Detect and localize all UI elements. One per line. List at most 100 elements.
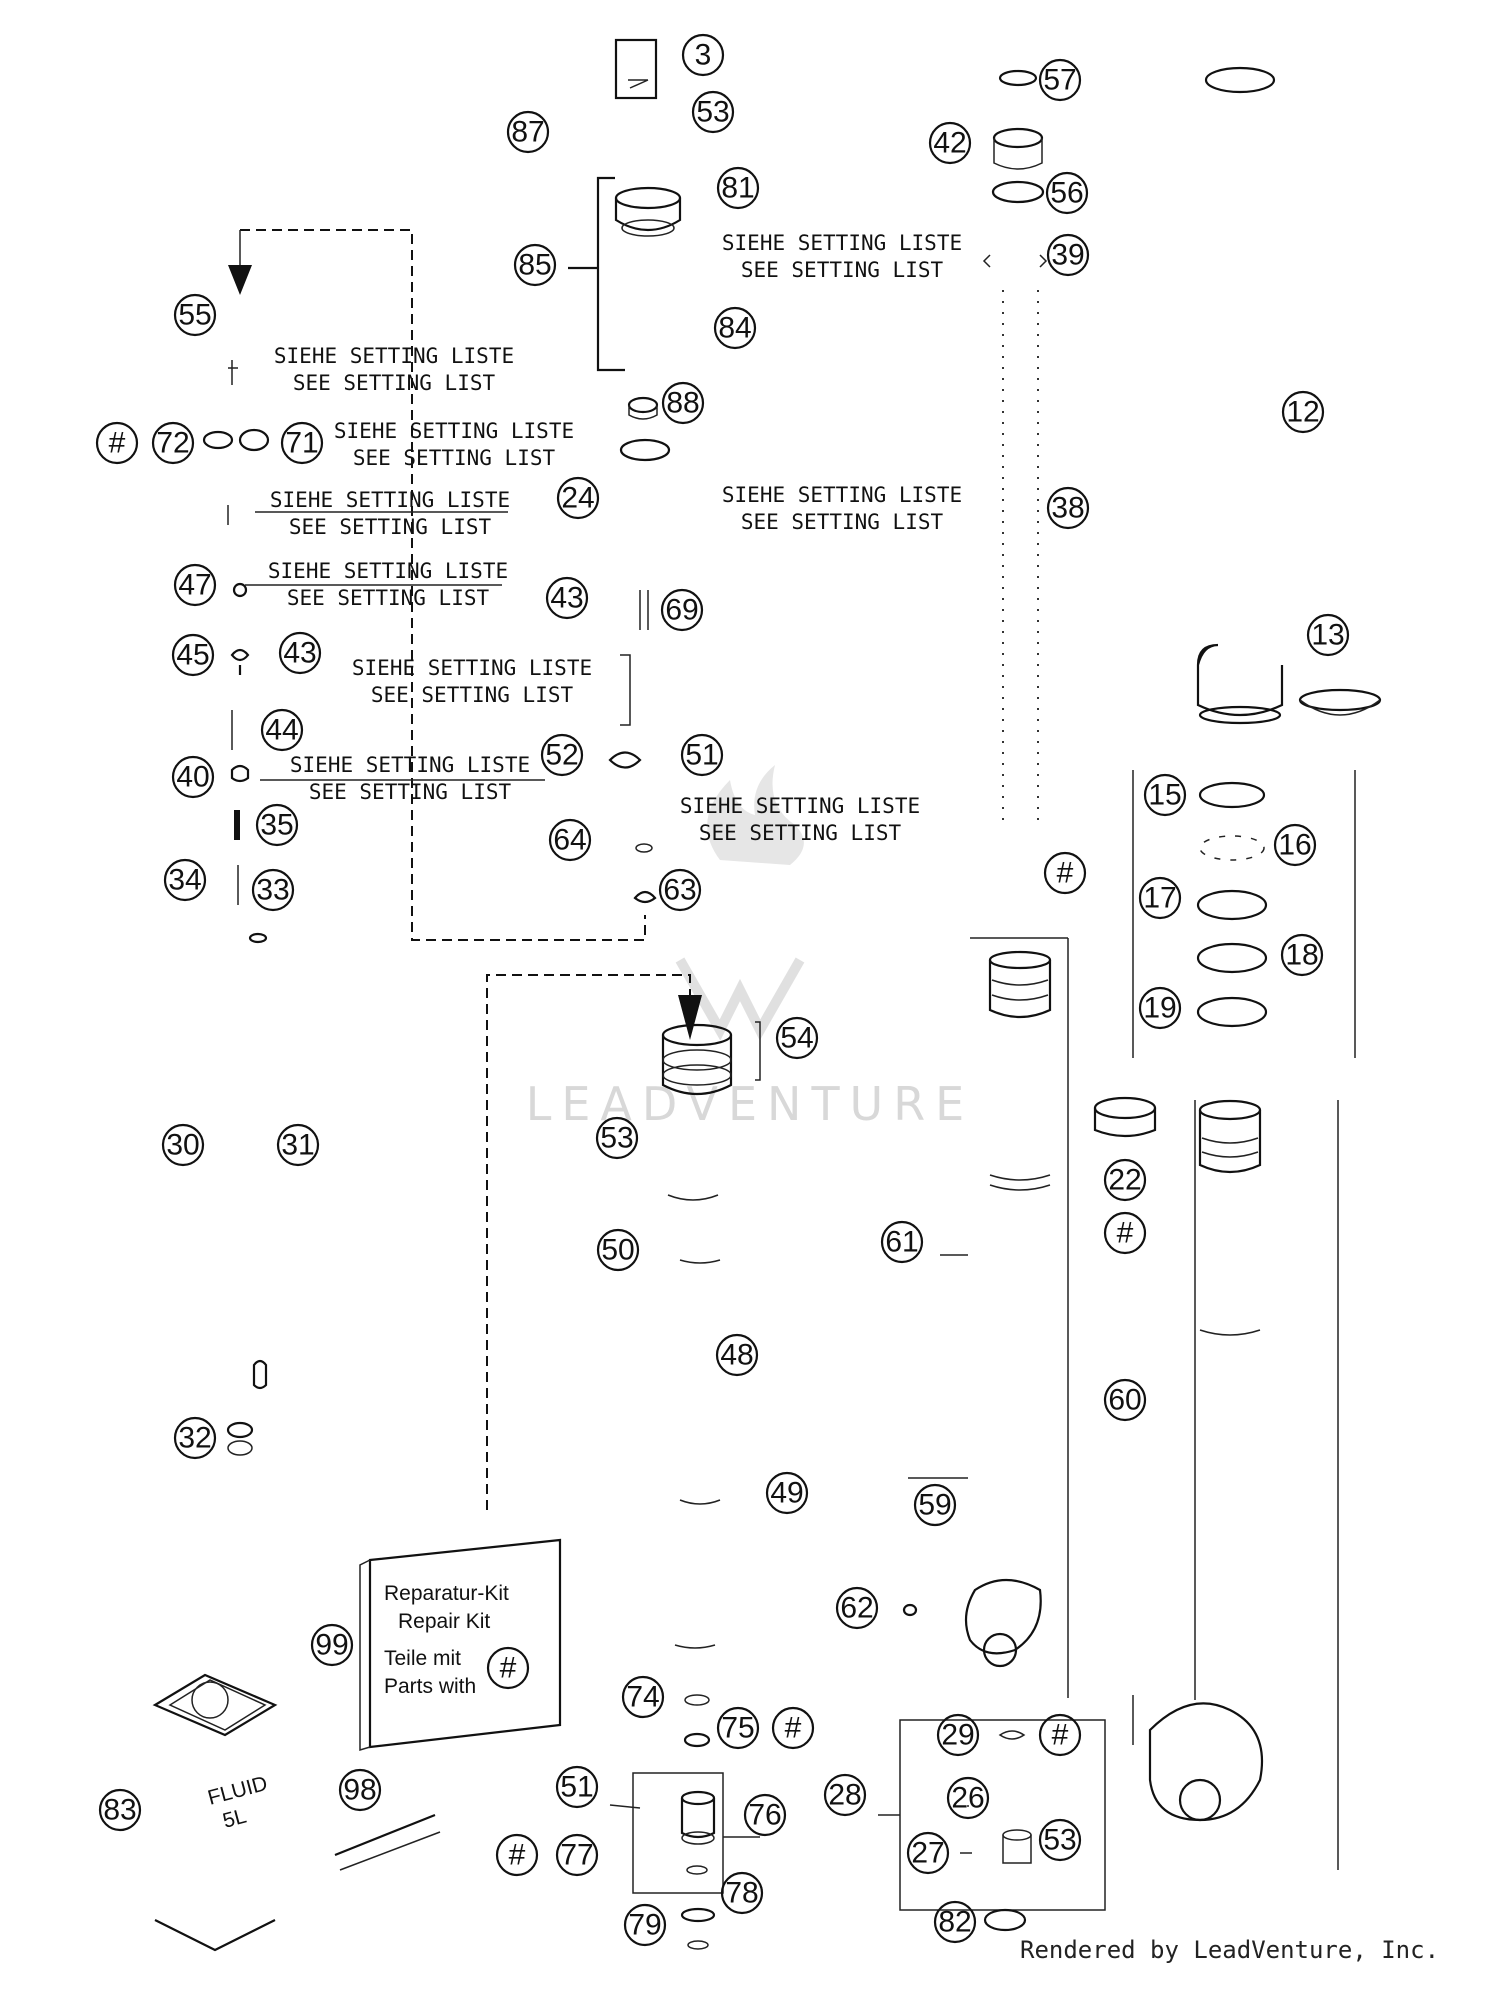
callout-38[interactable]: 38 (1046, 486, 1090, 530)
svg-text:SEE SETTING LIST: SEE SETTING LIST (741, 510, 944, 534)
callout-42[interactable]: 42 (928, 121, 972, 165)
callout-56[interactable]: 56 (1045, 171, 1089, 215)
callout-hash[interactable]: # (1103, 1211, 1147, 1255)
callout-72[interactable]: 72 (151, 421, 195, 465)
svg-text:SEE SETTING LIST: SEE SETTING LIST (353, 446, 556, 470)
callout-88[interactable]: 88 (661, 381, 705, 425)
callout-49[interactable]: 49 (765, 1471, 809, 1515)
callout-52[interactable]: 52 (540, 733, 584, 777)
svg-text:SIEHE SETTING LISTE: SIEHE SETTING LISTE (722, 483, 962, 507)
callout-40[interactable]: 40 (171, 755, 215, 799)
svg-text:52: 52 (545, 739, 578, 772)
callout-47[interactable]: 47 (173, 563, 217, 607)
svg-text:34: 34 (168, 864, 201, 897)
callout-76[interactable]: 76 (743, 1793, 787, 1837)
callout-75[interactable]: 75 (716, 1706, 760, 1750)
callout-69[interactable]: 69 (660, 588, 704, 632)
callout-28[interactable]: 28 (823, 1773, 867, 1817)
svg-text:45: 45 (176, 639, 209, 672)
svg-text:35: 35 (260, 809, 293, 842)
svg-text:84: 84 (718, 312, 751, 345)
svg-text:47: 47 (178, 569, 211, 602)
callout-85[interactable]: 85 (513, 243, 557, 287)
callout-hash[interactable]: # (771, 1706, 815, 1750)
callout-99[interactable]: 99 (310, 1623, 354, 1667)
callout-18[interactable]: 18 (1280, 933, 1324, 977)
callout-12[interactable]: 12 (1281, 390, 1325, 434)
setting-notes: SIEHE SETTING LISTE SEE SETTING LIST SIE… (245, 231, 962, 845)
callout-44[interactable]: 44 (260, 708, 304, 752)
callout-60[interactable]: 60 (1103, 1378, 1147, 1422)
setting-note: SIEHE SETTING LISTE SEE SETTING LIST (245, 559, 508, 610)
callout-35[interactable]: 35 (255, 803, 299, 847)
callout-hash[interactable]: # (486, 1646, 530, 1690)
svg-text:33: 33 (256, 874, 289, 907)
callout-59[interactable]: 59 (913, 1483, 957, 1527)
callout-32[interactable]: 32 (173, 1416, 217, 1460)
callout-74[interactable]: 74 (621, 1675, 665, 1719)
callout-50[interactable]: 50 (596, 1228, 640, 1272)
svg-text:SEE SETTING LIST: SEE SETTING LIST (293, 371, 496, 395)
svg-text:17: 17 (1143, 882, 1176, 915)
callout-61[interactable]: 61 (880, 1220, 924, 1264)
callout-43[interactable]: 43 (278, 631, 322, 675)
callout-43[interactable]: 43 (545, 576, 589, 620)
svg-text:28: 28 (828, 1779, 861, 1812)
callout-24[interactable]: 24 (556, 476, 600, 520)
callout-71[interactable]: 71 (280, 421, 324, 465)
callout-26[interactable]: 26 (946, 1776, 990, 1820)
callout-hash[interactable]: # (1038, 1713, 1082, 1757)
callout-hash[interactable]: # (95, 421, 139, 465)
callout-51[interactable]: 51 (555, 1765, 599, 1809)
callout-81[interactable]: 81 (716, 166, 760, 210)
svg-text:SEE SETTING LIST: SEE SETTING LIST (287, 586, 490, 610)
callout-57[interactable]: 57 (1038, 58, 1082, 102)
callout-19[interactable]: 19 (1138, 986, 1182, 1030)
callout-53[interactable]: 53 (1038, 1818, 1082, 1862)
setting-note: SIEHE SETTING LISTE SEE SETTING LIST (722, 483, 962, 534)
callout-39[interactable]: 39 (1046, 233, 1090, 277)
svg-text:82: 82 (938, 1906, 971, 1939)
callout-16[interactable]: 16 (1273, 823, 1317, 867)
callout-83[interactable]: 83 (98, 1788, 142, 1832)
callout-79[interactable]: 79 (623, 1903, 667, 1947)
callout-3[interactable]: 3 (681, 33, 725, 77)
svg-text:#: # (785, 1712, 802, 1745)
callouts: 3 53 87 81 85 84 88 24 43 69 52 51 64 63… (95, 33, 1350, 1947)
callout-48[interactable]: 48 (715, 1333, 759, 1377)
callout-51[interactable]: 51 (680, 733, 724, 777)
svg-text:71: 71 (285, 427, 318, 460)
callout-hash[interactable]: # (1043, 851, 1087, 895)
fluid-can-size: 5L (220, 1805, 249, 1833)
callout-30[interactable]: 30 (161, 1123, 205, 1167)
callout-33[interactable]: 33 (251, 868, 295, 912)
svg-text:51: 51 (685, 739, 718, 772)
callout-98[interactable]: 98 (338, 1768, 382, 1812)
setting-note: SIEHE SETTING LISTE SEE SETTING LIST (255, 488, 510, 539)
callout-34[interactable]: 34 (163, 858, 207, 902)
callout-22[interactable]: 22 (1103, 1158, 1147, 1202)
callout-78[interactable]: 78 (720, 1871, 764, 1915)
callout-77[interactable]: 77 (555, 1833, 599, 1877)
callout-63[interactable]: 63 (658, 868, 702, 912)
callout-15[interactable]: 15 (1143, 773, 1187, 817)
callout-31[interactable]: 31 (276, 1123, 320, 1167)
callout-29[interactable]: 29 (936, 1713, 980, 1757)
callout-45[interactable]: 45 (171, 633, 215, 677)
callout-64[interactable]: 64 (548, 818, 592, 862)
callout-84[interactable]: 84 (713, 306, 757, 350)
callout-17[interactable]: 17 (1138, 876, 1182, 920)
setting-note: SIEHE SETTING LISTE SEE SETTING LIST (680, 794, 920, 845)
svg-text:85: 85 (518, 249, 551, 282)
callout-87[interactable]: 87 (506, 110, 550, 154)
callout-13[interactable]: 13 (1306, 613, 1350, 657)
callout-53[interactable]: 53 (691, 90, 735, 134)
callout-53[interactable]: 53 (595, 1116, 639, 1160)
callout-54[interactable]: 54 (775, 1016, 819, 1060)
callout-62[interactable]: 62 (835, 1586, 879, 1630)
svg-text:50: 50 (601, 1234, 634, 1267)
callout-55[interactable]: 55 (173, 293, 217, 337)
callout-82[interactable]: 82 (933, 1900, 977, 1944)
callout-27[interactable]: 27 (906, 1831, 950, 1875)
callout-hash[interactable]: # (495, 1833, 539, 1877)
